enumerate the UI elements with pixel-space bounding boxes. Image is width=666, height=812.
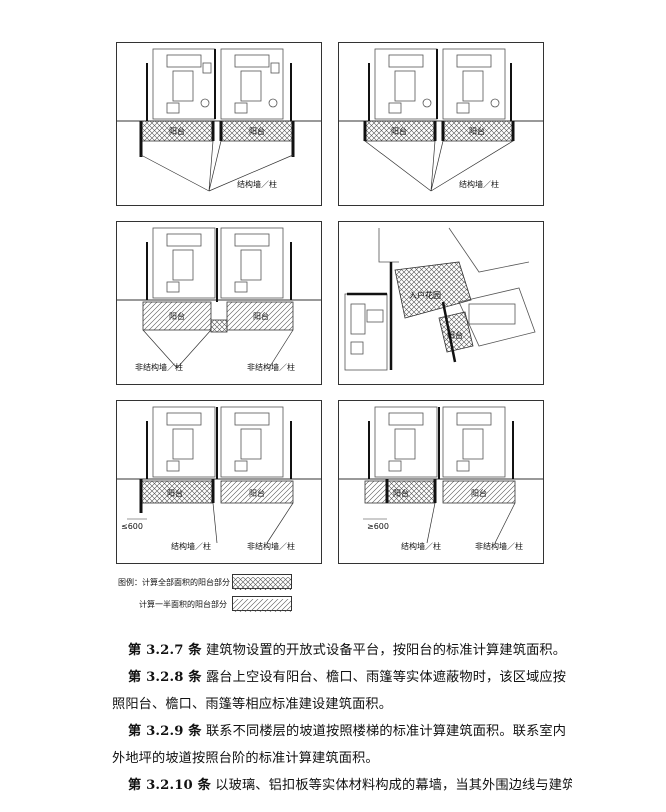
- structural-wall-label: 结构墙／柱: [459, 179, 499, 189]
- balcony-label: 阳台: [169, 126, 185, 136]
- figure-balcony-nonstructural: 阳台 阳台 非结构墙／柱 非结构墙／柱: [116, 221, 322, 385]
- balcony-label: 阳台: [249, 488, 265, 498]
- figure-balcony-structural-1: 阳台 阳台 结构墙／柱: [116, 42, 322, 206]
- balcony-label: 阳台: [167, 488, 183, 498]
- non-structural-wall-label: 非结构墙／柱: [247, 362, 295, 372]
- balcony-label: 阳台: [469, 126, 485, 136]
- balcony-label: 阳台: [169, 311, 185, 321]
- figure-entrance-garden: 入户花园 阳台: [338, 221, 544, 385]
- le600-label: ≤600: [121, 522, 143, 531]
- legend-half-area: 计算一半面积的阳台部分: [139, 600, 227, 609]
- legend-full-area: 计算全部面积的阳台部分: [142, 578, 230, 587]
- structural-wall-label: 结构墙／柱: [401, 541, 441, 551]
- clause-number: 第 3.2.8 条: [128, 670, 202, 685]
- balcony-label: 阳台: [447, 330, 463, 340]
- legend-swatch-half: [232, 596, 292, 612]
- non-structural-wall-label: 非结构墙／柱: [135, 362, 183, 372]
- clause-3-2-7: 第 3.2.7 条 建筑物设置的开放式设备平台，按阳台的标准计算建筑面积。: [112, 637, 572, 664]
- figure-balcony-ge600: 阳台 阳台 ≥600 结构墙／柱 非结构墙／柱: [338, 400, 544, 564]
- legend-title: 图例：计算全部面积的阳台部分: [118, 577, 230, 588]
- figure-balcony-le600: 阳台 阳台 ≤600 结构墙／柱 非结构墙／柱: [116, 400, 322, 564]
- non-structural-wall-label: 非结构墙／柱: [475, 541, 523, 551]
- entrance-garden-label: 入户花园: [409, 290, 441, 300]
- clause-text: 联系不同楼层的坡道按照楼梯的标准计算建筑面积。联系室内外地坪的坡道按照台阶的标准…: [112, 724, 567, 766]
- clause-3-2-10: 第 3.2.10 条 以玻璃、铝扣板等实体材料构成的幕墙，当其外围边线与建筑: [112, 772, 572, 799]
- clause-3-2-9: 第 3.2.9 条 联系不同楼层的坡道按照楼梯的标准计算建筑面积。联系室内外地坪…: [112, 718, 572, 772]
- balcony-label: 阳台: [249, 126, 265, 136]
- clause-text: 露台上空设有阳台、檐口、雨篷等实体遮蔽物时，该区域应按照阳台、檐口、雨篷等相应标…: [112, 670, 567, 712]
- figure-balcony-structural-2: 阳台 阳台 结构墙／柱: [338, 42, 544, 206]
- ge600-label: ≥600: [367, 522, 389, 531]
- clause-3-2-8: 第 3.2.8 条 露台上空设有阳台、檐口、雨篷等实体遮蔽物时，该区域应按照阳台…: [112, 664, 572, 718]
- legend-title-text: 图例：: [118, 578, 142, 587]
- clause-number: 第 3.2.10 条: [128, 778, 211, 793]
- legend-half: 计算一半面积的阳台部分: [139, 599, 227, 610]
- clause-number: 第 3.2.9 条: [128, 724, 202, 739]
- balcony-label: 阳台: [391, 126, 407, 136]
- balcony-label: 阳台: [393, 488, 409, 498]
- non-structural-wall-label: 非结构墙／柱: [247, 541, 295, 551]
- clause-number: 第 3.2.7 条: [128, 643, 202, 658]
- structural-wall-label: 结构墙／柱: [237, 179, 277, 189]
- legend-swatch-full: [232, 574, 292, 590]
- balcony-label: 阳台: [471, 488, 487, 498]
- structural-wall-label: 结构墙／柱: [171, 541, 211, 551]
- balcony-label: 阳台: [253, 311, 269, 321]
- clause-text: 以玻璃、铝扣板等实体材料构成的幕墙，当其外围边线与建筑: [215, 778, 572, 793]
- clause-text: 建筑物设置的开放式设备平台，按阳台的标准计算建筑面积。: [205, 643, 567, 658]
